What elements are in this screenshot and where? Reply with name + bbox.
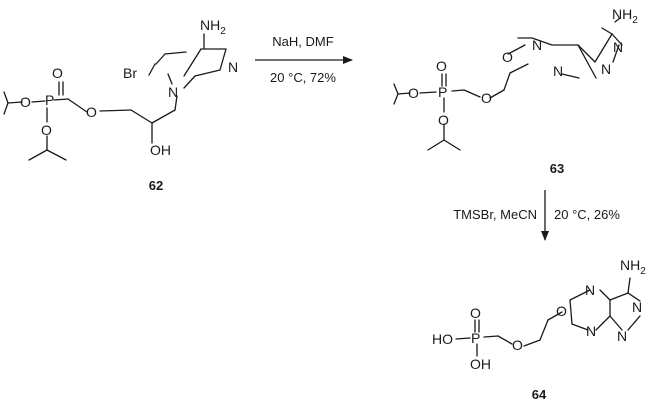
atom-n-62b: N bbox=[168, 84, 178, 100]
conditions-step-1: 20 °C, 72% bbox=[270, 70, 336, 85]
atom-o-63c: O bbox=[408, 85, 419, 101]
reagents-step-1: NaH, DMF bbox=[272, 34, 333, 49]
atom-n-64b: N bbox=[632, 299, 642, 315]
atom-n-64d: N bbox=[586, 323, 596, 339]
atom-n-64c: N bbox=[617, 328, 627, 344]
atom-p-63: P bbox=[438, 84, 447, 100]
atom-nh2-63: NH2 bbox=[612, 6, 638, 26]
compound-63-structure bbox=[393, 17, 623, 151]
atom-n-63d: N bbox=[553, 63, 563, 79]
atom-o-63a: O bbox=[481, 90, 492, 106]
atom-o-64b: O bbox=[470, 305, 481, 321]
compound-label-62: 62 bbox=[149, 178, 163, 193]
atom-o-63d: O bbox=[438, 112, 449, 128]
atom-n-62a: N bbox=[228, 59, 238, 75]
compound-label-63: 63 bbox=[550, 161, 564, 176]
atom-nh2-64: NH2 bbox=[620, 257, 646, 277]
atom-oh: OH bbox=[150, 142, 171, 158]
reagents-step-2: TMSBr, MeCN bbox=[453, 207, 537, 222]
atom-p-64: P bbox=[471, 330, 480, 346]
atom-n-63b: N bbox=[613, 39, 623, 55]
compound-62-structure bbox=[3, 33, 227, 161]
atom-o-62d: O bbox=[41, 122, 52, 138]
atom-ho: HO bbox=[432, 331, 453, 347]
atom-n-63c: N bbox=[601, 61, 611, 77]
compound-label-64: 64 bbox=[532, 387, 547, 401]
compound-64-structure bbox=[455, 277, 641, 357]
atom-o-62a: O bbox=[86, 104, 97, 120]
atom-oh-64: OH bbox=[470, 356, 491, 372]
atom-o-64a: O bbox=[512, 337, 523, 353]
atom-o-62c: O bbox=[20, 94, 31, 110]
atom-o-64ring: O bbox=[556, 303, 567, 319]
atom-n-63a: N bbox=[532, 37, 542, 53]
atom-o-62b: O bbox=[52, 65, 63, 81]
atom-o-63ring: O bbox=[502, 49, 513, 65]
atom-nh2-62: NH2 bbox=[200, 17, 226, 37]
atom-o-63b: O bbox=[436, 58, 447, 74]
atom-br: Br bbox=[123, 65, 137, 81]
atom-n-64a: N bbox=[585, 282, 595, 298]
atom-p-62: P bbox=[45, 92, 54, 108]
conditions-step-2: 20 °C, 26% bbox=[554, 207, 620, 222]
